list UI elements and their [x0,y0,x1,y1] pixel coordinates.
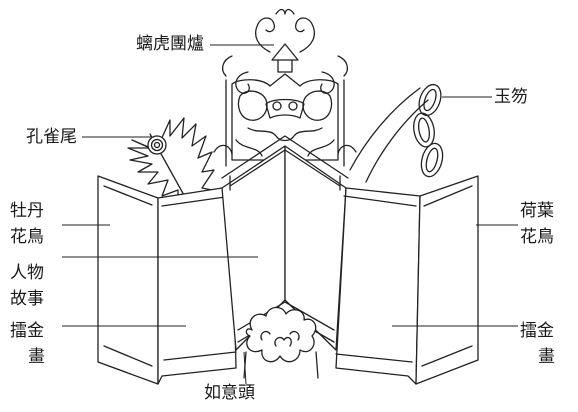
label-renwu-gushi-line1: 人物 [10,263,44,283]
label-heye-huaniao-line1: 荷葉 [520,201,554,221]
label-leijin-hua-left-line2: 畫 [28,347,45,367]
label-kongque-wei: 孔雀尾 [26,127,77,147]
folding-screen [97,135,479,385]
label-yuhu: 玉笏 [494,87,528,107]
label-ruyi-tou: 如意頭 [204,383,255,403]
ruyi-tou-cloud [243,306,319,379]
yuhu-chain [349,83,444,183]
kongque-wei-feather [127,117,215,207]
leader-lines [62,44,518,385]
label-leijin-hua-right-line1: 擂金 [520,321,554,341]
chihu-tuanlu-crest [213,8,357,167]
label-chihu-tuanlu: 螭虎團爐 [136,34,204,54]
label-renwu-gushi-line2: 故事 [10,289,44,309]
label-leijin-hua-right-line2: 畫 [538,347,555,367]
label-mudan-huaniao-line2: 花鳥 [10,227,44,247]
label-heye-huaniao-line2: 花鳥 [520,227,554,247]
label-mudan-huaniao-line1: 牡丹 [10,201,44,221]
label-leijin-hua-left-line1: 擂金 [10,321,44,341]
